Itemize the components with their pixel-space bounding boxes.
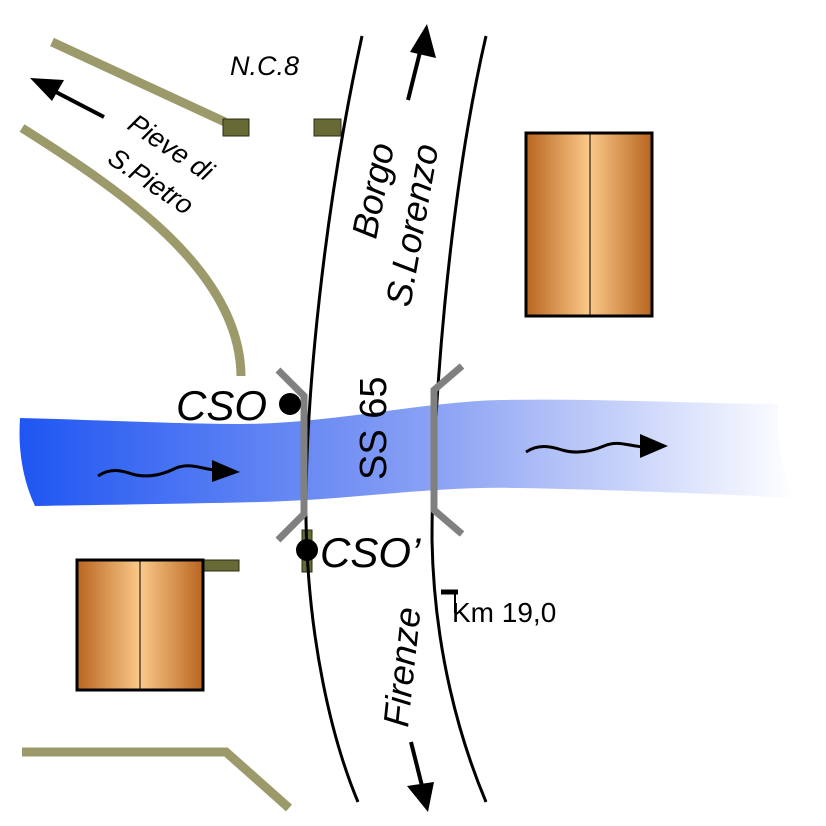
direction-arrows	[30, 24, 436, 812]
firenze-label: Firenze	[375, 605, 428, 729]
flow-arrow-icon	[525, 434, 668, 458]
culvert-right-top	[313, 118, 342, 137]
side-roads	[19, 37, 292, 812]
side-road-upper	[50, 37, 227, 127]
bridge-rail-right	[430, 363, 465, 537]
direction-arrow-icon	[407, 741, 434, 812]
side-road-curve	[19, 124, 246, 377]
nc8-label: N.C.8	[230, 51, 299, 81]
cso-point	[279, 393, 301, 415]
flow-arrows	[97, 434, 668, 482]
bridge-rail-left	[275, 367, 308, 543]
cso-label: CSO	[176, 382, 267, 429]
building-right	[524, 131, 654, 318]
ss65-label: SS 65	[353, 376, 395, 480]
direction-arrow-icon	[406, 24, 436, 101]
direction-arrow-icon	[30, 78, 105, 119]
river	[19, 399, 796, 506]
culvert-left-bottom	[202, 559, 240, 572]
side-road-bottom	[22, 747, 292, 812]
cso-prime-point	[296, 539, 318, 561]
cso-prime-label: CSO’	[320, 529, 421, 576]
culvert-left-top	[222, 118, 250, 137]
building-left	[75, 558, 205, 692]
km-label: Km 19,0	[452, 597, 556, 628]
bridge	[275, 363, 465, 543]
culverts	[202, 118, 342, 573]
km-marker	[441, 589, 458, 613]
flow-arrow-icon	[97, 460, 240, 482]
